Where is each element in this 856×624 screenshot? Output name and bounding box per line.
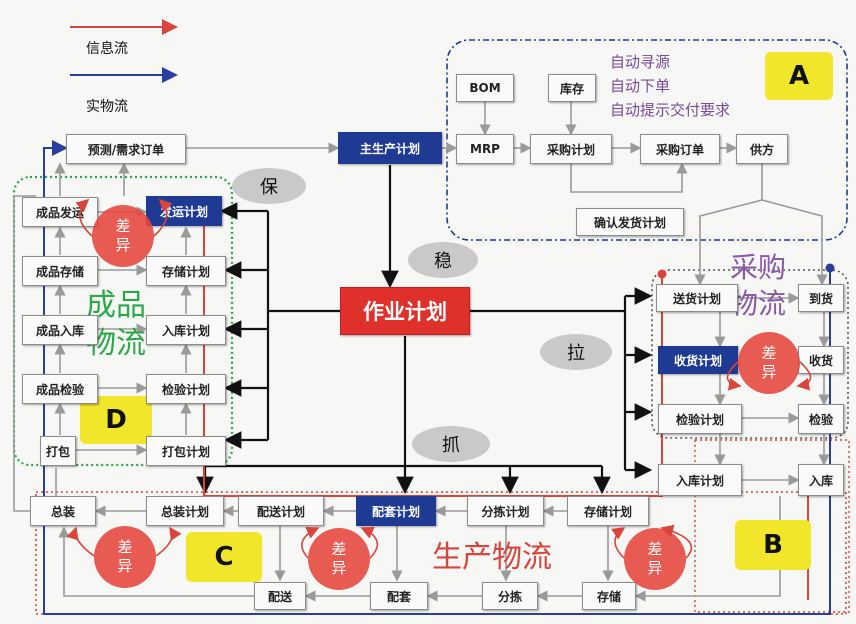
difference-circle-storage: 差异 [624,528,686,590]
difference-char-2: 异 [117,557,133,575]
auto-note-delivery: 自动提示交付要求 [610,101,731,119]
storage-plan-box: 存储计划 [146,256,226,286]
difference-char-2: 异 [331,559,347,577]
kitting-box: 配套 [370,582,428,610]
difference-char-1: 差 [331,540,347,558]
difference-char-1: 差 [115,217,131,235]
warehouse-inbound-box: 入库 [798,464,844,496]
difference-circle-finished-goods: 差异 [92,205,154,267]
mrp-box: MRP [456,134,514,164]
inspection-plan-box: 检验计划 [146,374,226,404]
legend-material-label: 实物流 [86,99,128,115]
zone-c-tag: C [186,532,262,582]
packing-plan-box: 打包计划 [146,436,226,466]
legend-info-label: 信息流 [86,41,128,57]
delivery-plan-box: 送货计划 [656,284,738,312]
storage-plan-production-box: 存储计划 [567,496,649,526]
zone-a-outline [446,39,848,241]
bubble-grab: 抓 [412,426,490,462]
difference-circle-kitting: 差异 [308,528,370,590]
dispatch-box: 配送 [254,582,306,610]
difference-char-2: 异 [647,559,663,577]
fg-shipping-box: 成品发运 [22,197,98,227]
difference-char-2: 异 [761,363,777,381]
material-flow-lines [43,140,835,615]
zone-b-outline [694,439,850,613]
sorting-plan-box: 分拣计划 [467,496,544,526]
warehouse-inbound-plan-box: 入库计划 [658,464,742,496]
auto-note-ordering: 自动下单 [610,77,671,95]
packing-box: 打包 [40,436,76,466]
receiving-plan-box: 收货计划 [658,346,738,374]
zone-d-tag: D [80,396,152,444]
difference-circle-assembly: 差异 [94,526,156,588]
shipping-plan-box: 发运计划 [146,196,222,226]
purchase-order-box: 采购订单 [640,134,720,164]
bubble-stable: 稳 [408,242,478,278]
fg-inspection-box: 成品检验 [22,374,98,404]
dispatch-plan-box: 配送计划 [238,496,324,526]
bom-box: BOM [456,74,514,102]
difference-circle-procurement: 差异 [738,332,800,394]
difference-char-2: 异 [115,236,131,254]
assembly-box: 总装 [30,496,96,526]
procurement-label-line1: 采购 [730,251,787,284]
operation-plan-box: 作业计划 [340,287,470,335]
inventory-box: 库存 [548,74,596,102]
master-production-plan-box: 主生产计划 [338,132,442,164]
bubble-pull: 拉 [540,334,612,370]
receiving-box: 收货 [798,346,844,374]
arrival-box: 到货 [798,284,844,312]
storage-box: 存储 [582,582,636,610]
sorting-box: 分拣 [482,582,538,610]
grey-flow-connectors [13,102,830,602]
fg-inbound-box: 成品入库 [22,315,98,345]
confirm-delivery-plan-box: 确认发货计划 [576,208,684,236]
zone-a-tag: A [765,52,833,100]
purchase-plan-box: 采购计划 [530,134,612,164]
fg-storage-box: 成品存储 [22,256,98,286]
control-arrows [196,165,653,495]
difference-char-1: 差 [647,540,663,558]
zone-b-tag: B [735,520,811,570]
bubble-protect: 保 [232,168,306,204]
procurement-inspection-plan-box: 检验计划 [658,404,742,434]
inbound-plan-box: 入库计划 [146,315,226,345]
auto-note-sourcing: 自动寻源 [610,53,671,71]
difference-char-1: 差 [117,538,133,556]
difference-char-1: 差 [761,344,777,362]
procurement-label-line2: 物流 [730,287,787,320]
forecast-order-box: 预测/需求订单 [66,134,186,164]
procurement-inspection-box: 检验 [798,404,844,434]
kitting-plan-box: 配套计划 [356,496,436,526]
production-label: 生产物流 [432,540,552,575]
assembly-plan-box: 总装计划 [146,496,224,526]
supplier-box: 供方 [736,134,788,164]
